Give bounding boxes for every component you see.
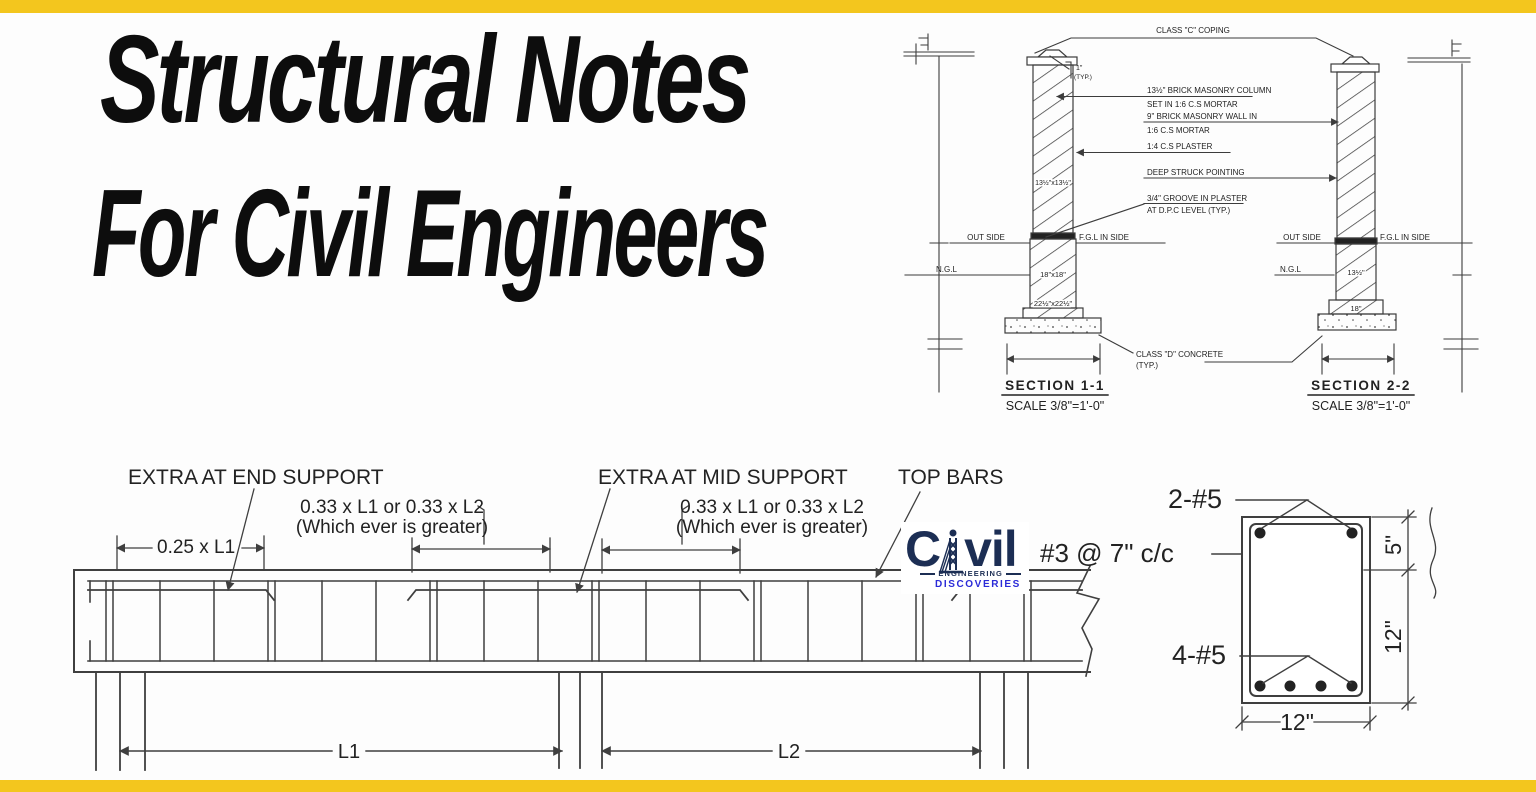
- top-border-bar: [0, 0, 1536, 13]
- greater-right-1: 0.33 x L1 or 0.33 x L2: [680, 497, 864, 518]
- dim-pedestal-left-top: 18"x18": [1040, 270, 1066, 279]
- logo-discoveries-text: DISCOVERIES: [935, 579, 1021, 590]
- beam-detail-drawing: L1 L2 EXTRA AT END SUPPORT EXTRA AT MID …: [73, 466, 1437, 771]
- logo-engineering-text: ENGINEERING: [938, 569, 1003, 578]
- label-ngl-left: N.G.L: [936, 265, 957, 274]
- dim-pedestal-left-bottom: 22½"x22½": [1034, 299, 1073, 308]
- logo-engineering-row: ENGINEERING: [905, 569, 1021, 578]
- section2-title: SECTION 2-2: [1311, 378, 1411, 393]
- page-title-line1: Structural Notes: [100, 11, 751, 149]
- dim-column-plan: 13½"x13½": [1035, 179, 1071, 187]
- section1-column: [1004, 49, 1102, 334]
- section-bottom-bars-label: 4-#5: [1172, 640, 1226, 670]
- callout-column-2: SET IN 1:6 C.S MORTAR: [1147, 100, 1238, 109]
- section-width-dim: 12": [1280, 709, 1314, 735]
- callout-pointing: DEEP STRUCK POINTING: [1147, 168, 1245, 177]
- section-top-offset-dim: 5": [1381, 535, 1406, 555]
- span2-label: L2: [778, 741, 800, 763]
- section1-scale: SCALE 3/8"=1'-0": [1006, 399, 1104, 413]
- callout-groove-1: 3/4" GROOVE IN PLASTER: [1147, 194, 1247, 203]
- cross-section-dims: [1235, 507, 1437, 731]
- stirrups: [105, 580, 1032, 662]
- logo-civil-engineering-discoveries: C vil ENGINEERING DISCOVERIES: [901, 522, 1029, 594]
- callout-groove-2: AT D.P.C LEVEL (TYP.): [1147, 206, 1230, 215]
- supports: [95, 671, 1029, 771]
- label-out-side-left: OUT SIDE: [967, 233, 1005, 242]
- section-top-bars-label: 2-#5: [1168, 484, 1222, 514]
- section2-column: [1317, 56, 1397, 331]
- label-fgl-left: F.G.L IN SIDE: [1079, 233, 1129, 242]
- bridge-icon: [939, 529, 964, 574]
- greater-left-2: (Which ever is greater): [296, 517, 488, 538]
- label-ngl-right: N.G.L: [1280, 265, 1301, 274]
- span1-label: L1: [338, 741, 360, 763]
- beam-elevation: [73, 564, 1101, 771]
- label-out-side-right: OUT SIDE: [1283, 233, 1321, 242]
- callout-plaster: 1:4 C.S PLASTER: [1147, 142, 1213, 151]
- callout-wall-2: 1:6 C.S MORTAR: [1147, 126, 1210, 135]
- callout-cap-offset: 1": [1076, 65, 1083, 72]
- extra-mid-label: EXTRA AT MID SUPPORT: [598, 466, 848, 489]
- label-fgl-right: F.G.L IN SIDE: [1380, 233, 1430, 242]
- rebar-dots: [1254, 527, 1358, 692]
- section2-scale: SCALE 3/8"=1'-0": [1312, 399, 1410, 413]
- greater-left-1: 0.33 x L1 or 0.33 x L2: [300, 497, 484, 518]
- stirrup-note: #3 @ 7" c/c: [1040, 538, 1174, 568]
- logo-rule-left: [920, 572, 936, 575]
- greater-right-2: (Which ever is greater): [676, 517, 868, 538]
- callout-leaders: [1034, 37, 1354, 363]
- logo-word-c: C: [905, 521, 941, 577]
- top-bars-label: TOP BARS: [898, 466, 1003, 489]
- callout-coping: CLASS "C" COPING: [1156, 26, 1230, 35]
- callout-concrete-1: CLASS "D" CONCRETE: [1136, 350, 1223, 359]
- dim-pedestal-right-bottom: 18": [1350, 304, 1361, 313]
- logo-wordmark: C vil: [905, 524, 1021, 578]
- bottom-border-bar: [0, 780, 1536, 792]
- end-dim-label: 0.25 x L1: [157, 537, 235, 558]
- logo-word-rest: vil: [964, 521, 1018, 577]
- callout-column-1: 13½" BRICK MASONRY COLUMN: [1147, 86, 1272, 95]
- masonry-section-drawing: 13½"x13½" 18"x18" 22½"x22½" 13½" 18": [903, 26, 1479, 413]
- section-depth-dim: 12": [1380, 620, 1406, 654]
- page-title-line2: For Civil Engineers: [92, 165, 769, 303]
- extra-end-label: EXTRA AT END SUPPORT: [128, 466, 384, 489]
- callout-concrete-2: (TYP.): [1136, 361, 1158, 370]
- callout-cap-offset-typ: (TYP.): [1074, 74, 1092, 81]
- beam-cross-section: [1235, 499, 1437, 731]
- section1-title: SECTION 1-1: [1005, 378, 1105, 393]
- annotation-leaders: [116, 488, 1250, 593]
- level-lines: [903, 33, 1479, 393]
- dim-pedestal-right-top: 13½": [1347, 268, 1365, 277]
- callout-wall-1: 9" BRICK MASONRY WALL IN: [1147, 112, 1257, 121]
- logo-rule-right: [1005, 572, 1021, 575]
